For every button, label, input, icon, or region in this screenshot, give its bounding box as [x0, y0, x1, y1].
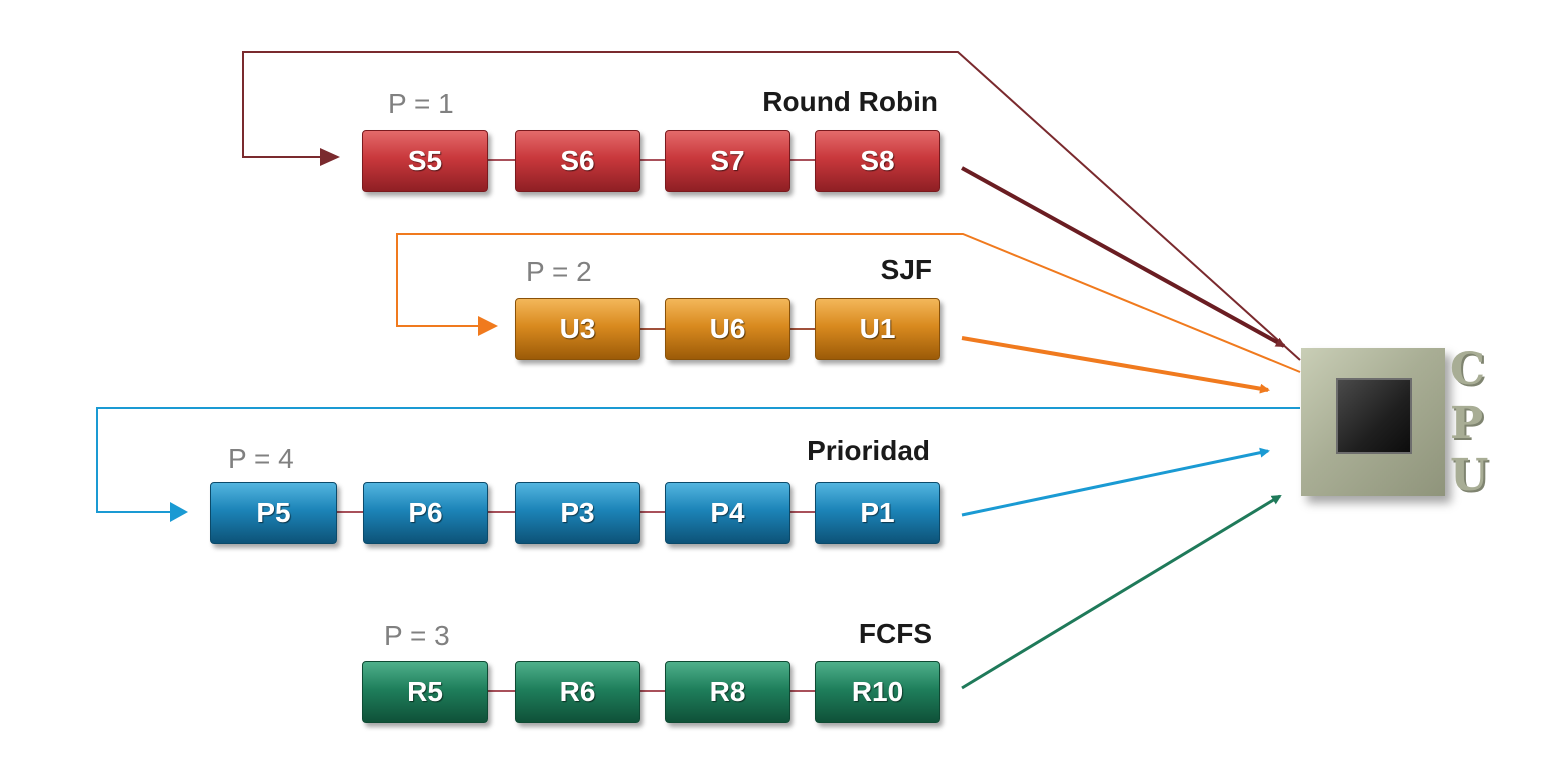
sjf-priority: P = 2	[526, 256, 592, 287]
round-robin-return-line	[242, 51, 1301, 361]
prioridad-return-line	[96, 407, 1300, 513]
process-box: P6	[363, 482, 488, 544]
fcfs-to-cpu-arrow	[961, 494, 1282, 690]
cpu-letter-c: C	[1450, 344, 1486, 395]
process-box: S5	[362, 130, 488, 192]
fcfs-algorithm-label: FCFS	[858, 618, 932, 649]
process-box: S6	[515, 130, 640, 192]
cpu-letter-u: U	[1450, 450, 1489, 501]
process-box: R8	[665, 661, 790, 723]
round-robin-to-cpu-arrow	[961, 166, 1286, 348]
process-box: S8	[815, 130, 940, 192]
process-box: U1	[815, 298, 940, 360]
process-box: R6	[515, 661, 640, 723]
round-robin-algorithm-label: Round Robin	[762, 86, 938, 117]
process-box: P3	[515, 482, 640, 544]
process-box: R10	[815, 661, 940, 723]
process-box: S7	[665, 130, 790, 192]
process-box: U6	[665, 298, 790, 360]
process-box: P5	[210, 482, 337, 544]
sjf-return-line	[396, 233, 1301, 373]
process-box: R5	[362, 661, 488, 723]
round-robin-return-arrowhead	[320, 148, 340, 166]
prioridad-return-arrowhead	[170, 502, 188, 522]
process-box: P1	[815, 482, 940, 544]
prioridad-algorithm-label: Prioridad	[807, 435, 930, 466]
sjf-algorithm-label: SJF	[880, 254, 932, 285]
sjf-to-cpu-arrow	[961, 336, 1270, 394]
prioridad-to-cpu-arrow	[961, 447, 1270, 517]
prioridad-priority: P = 4	[228, 443, 294, 474]
cpu-letter-p: P	[1450, 398, 1484, 449]
fcfs-priority: P = 3	[384, 620, 450, 651]
processor-die	[1336, 378, 1412, 454]
process-box: P4	[665, 482, 790, 544]
sjf-return-arrowhead	[478, 316, 498, 336]
round-robin-priority: P = 1	[388, 88, 454, 119]
process-box: U3	[515, 298, 640, 360]
